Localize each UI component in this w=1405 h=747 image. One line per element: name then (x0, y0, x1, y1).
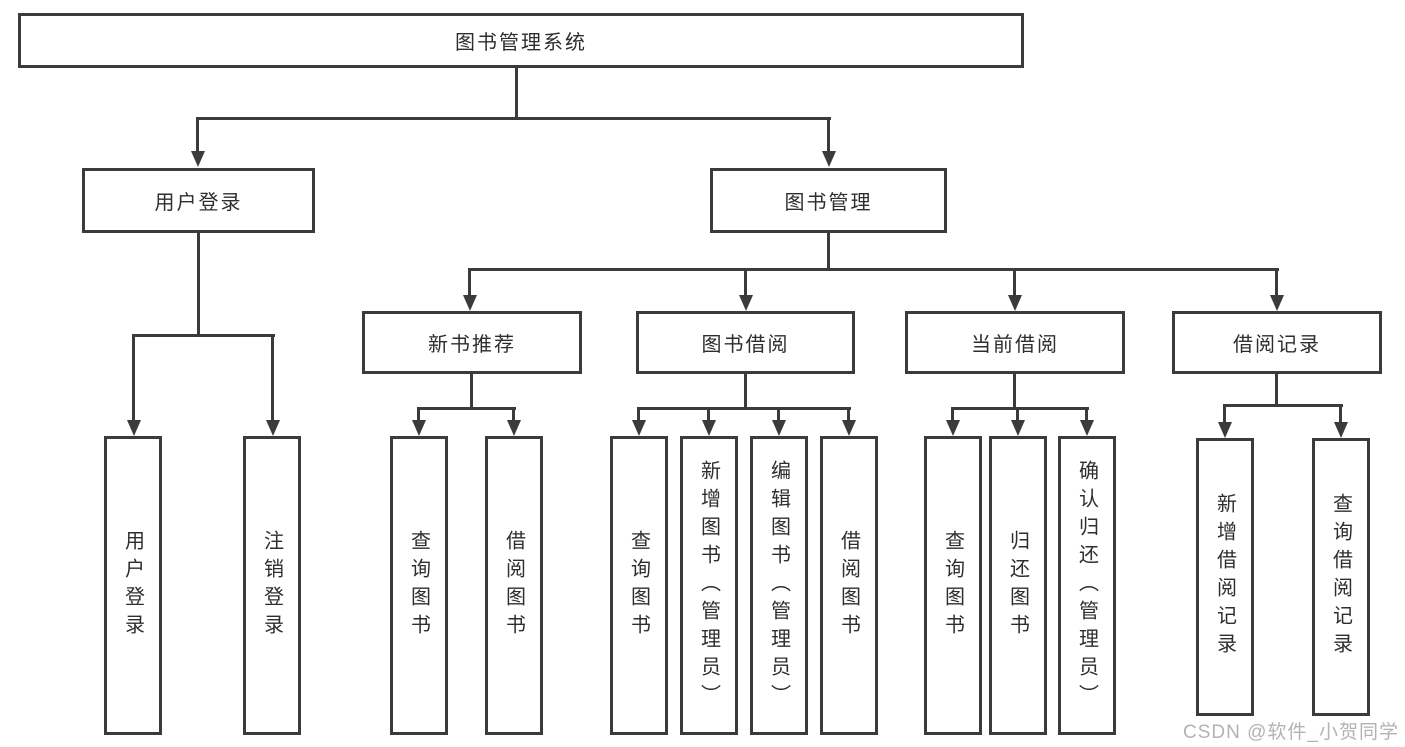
leaf-confirm-return-admin: 确认归还（管理员） (1058, 436, 1116, 735)
node-label: 借阅记录 (1233, 334, 1321, 356)
leaf-add-borrow-record: 新增借阅记录 (1196, 438, 1254, 716)
node-label: 借阅图书 (837, 529, 860, 642)
node-label: 查询图书 (941, 529, 964, 642)
arrowhead-icon (1008, 295, 1022, 311)
connector-line (1085, 407, 1088, 422)
node-new-book-recommend: 新书推荐 (362, 311, 582, 374)
node-label: 新书推荐 (428, 334, 516, 356)
arrowhead-icon (772, 420, 786, 436)
connector-line (1339, 404, 1342, 424)
node-label: 新增图书（管理员） (697, 459, 720, 712)
node-book-management: 图书管理 (710, 168, 947, 233)
connector-line (827, 117, 830, 155)
arrowhead-icon (463, 295, 477, 311)
leaf-add-books-admin: 新增图书（管理员） (680, 436, 738, 735)
arrowhead-icon (1218, 422, 1232, 438)
leaf-return-books: 归还图书 (989, 436, 1047, 735)
node-label: 当前借阅 (971, 334, 1059, 356)
arrowhead-icon (702, 420, 716, 436)
node-borrow-records: 借阅记录 (1172, 311, 1382, 374)
arrowhead-icon (1334, 422, 1348, 438)
node-label: 用户登录 (154, 192, 243, 214)
leaf-query-borrow-record: 查询借阅记录 (1312, 438, 1370, 716)
connector-line (1223, 404, 1343, 407)
node-label: 图书管理系统 (455, 32, 587, 54)
connector-line (637, 407, 851, 410)
connector-line (196, 117, 831, 120)
connector-line (197, 233, 200, 337)
connector-line (470, 374, 473, 410)
arrowhead-icon (266, 420, 280, 436)
connector-line (847, 407, 850, 422)
connector-line (468, 268, 471, 297)
connector-line (132, 334, 135, 422)
arrowhead-icon (1011, 420, 1025, 436)
leaf-query-books-borrow: 查询图书 (610, 436, 668, 735)
leaf-edit-books-admin: 编辑图书（管理员） (750, 436, 808, 735)
leaf-logout: 注销登录 (243, 436, 301, 735)
node-label: 查询借阅记录 (1329, 493, 1352, 661)
leaf-borrow-books-recommend: 借阅图书 (485, 436, 543, 735)
node-label: 用户登录 (121, 529, 144, 642)
node-book-borrow: 图书借阅 (636, 311, 855, 374)
connector-line (744, 374, 747, 410)
leaf-borrow-books: 借阅图书 (820, 436, 878, 735)
leaf-query-books-recommend: 查询图书 (390, 436, 448, 735)
connector-line (951, 407, 1089, 410)
arrowhead-icon (127, 420, 141, 436)
connector-line (196, 117, 199, 155)
connector-line (468, 268, 1279, 271)
node-current-borrow: 当前借阅 (905, 311, 1125, 374)
connector-line (1275, 268, 1278, 297)
connector-line (417, 407, 420, 422)
arrowhead-icon (822, 151, 836, 167)
arrowhead-icon (739, 295, 753, 311)
connector-line (1223, 404, 1226, 424)
connector-line (707, 407, 710, 422)
connector-line (637, 407, 640, 422)
connector-line (1016, 407, 1019, 422)
leaf-user-login: 用户登录 (104, 436, 162, 735)
arrowhead-icon (1080, 420, 1094, 436)
node-label: 确认归还（管理员） (1075, 459, 1098, 712)
node-label: 查询图书 (407, 529, 430, 642)
arrowhead-icon (412, 420, 426, 436)
node-label: 编辑图书（管理员） (767, 459, 790, 712)
arrowhead-icon (632, 420, 646, 436)
connector-line (512, 407, 515, 422)
node-label: 归还图书 (1006, 529, 1029, 642)
node-label: 新增借阅记录 (1213, 493, 1236, 661)
connector-line (1275, 374, 1278, 407)
node-user-login: 用户登录 (82, 168, 315, 233)
node-label: 查询图书 (627, 529, 650, 642)
node-label: 注销登录 (260, 529, 283, 642)
csdn-watermark: CSDN @软件_小贺同学 (1183, 722, 1399, 743)
connector-line (132, 334, 275, 337)
arrowhead-icon (191, 151, 205, 167)
connector-line (1013, 268, 1016, 297)
connector-line (744, 268, 747, 297)
connector-line (515, 68, 518, 119)
node-root-system: 图书管理系统 (18, 13, 1024, 68)
arrowhead-icon (946, 420, 960, 436)
connector-line (417, 407, 516, 410)
node-label: 图书管理 (784, 192, 873, 214)
connector-line (951, 407, 954, 422)
connector-line (1013, 374, 1016, 410)
node-label: 借阅图书 (502, 529, 525, 642)
arrowhead-icon (842, 420, 856, 436)
node-label: 图书借阅 (701, 334, 790, 356)
arrowhead-icon (1270, 295, 1284, 311)
connector-line (827, 233, 830, 271)
leaf-query-books-current: 查询图书 (924, 436, 982, 735)
connector-line (271, 334, 274, 422)
connector-line (777, 407, 780, 422)
arrowhead-icon (507, 420, 521, 436)
